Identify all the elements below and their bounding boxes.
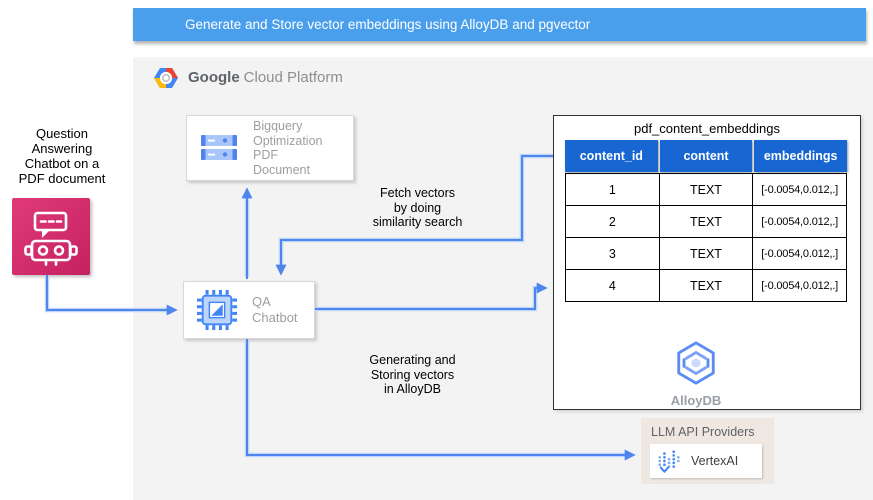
table-row: 1 TEXT [-0.0054,0.012,.] bbox=[565, 173, 847, 206]
qa-chatbot-node-label: QA Chatbot bbox=[252, 294, 298, 325]
qa-chatbot-node: QA Chatbot bbox=[183, 281, 315, 339]
table-header-row: content_id content embeddings bbox=[565, 140, 848, 172]
table-header-cell: embeddings bbox=[754, 140, 848, 172]
table-cell: 3 bbox=[565, 237, 660, 270]
gcp-brand-rest: Cloud Platform bbox=[243, 69, 343, 86]
table-cell: [-0.0054,0.012,.] bbox=[752, 237, 847, 270]
diagram-title: Generate and Store vector embeddings usi… bbox=[185, 17, 591, 32]
vertexai-icon bbox=[657, 447, 683, 475]
chatbot-node bbox=[12, 198, 90, 275]
llm-providers-panel: LLM API Providers VertexAI bbox=[641, 418, 774, 484]
table-title: pdf_content_embeddings bbox=[633, 121, 780, 136]
table-cell: 1 bbox=[565, 173, 660, 206]
table-cell: [-0.0054,0.012,.] bbox=[752, 269, 847, 302]
bigquery-node-label: Bigquery Optimization PDF Document bbox=[253, 119, 323, 177]
table-cell: 2 bbox=[565, 205, 660, 238]
robot-chatbot-icon bbox=[22, 208, 80, 266]
table-row: 4 TEXT [-0.0054,0.012,.] bbox=[565, 269, 847, 302]
alloydb-label: AlloyDB bbox=[670, 393, 722, 408]
fetch-vectors-edge-label: Fetch vectors by doing similarity search bbox=[372, 186, 463, 229]
table-row: 2 TEXT [-0.0054,0.012,.] bbox=[565, 205, 847, 238]
embeddings-table: content_id content embeddings 1 TEXT [-0… bbox=[565, 140, 848, 302]
table-cell: [-0.0054,0.012,.] bbox=[752, 205, 847, 238]
bigquery-storage-icon bbox=[199, 133, 239, 163]
chip-processor-icon bbox=[196, 289, 238, 331]
alloydb-hexagon-icon bbox=[672, 340, 720, 386]
diagram-title-banner: Generate and Store vector embeddings usi… bbox=[133, 8, 866, 41]
bigquery-pdf-node: Bigquery Optimization PDF Document bbox=[186, 115, 354, 181]
alloydb-node: AlloyDB bbox=[648, 340, 744, 408]
pdf-embeddings-table-box: pdf_content_embeddings content_id conten… bbox=[553, 115, 861, 410]
vertexai-node: VertexAI bbox=[650, 444, 762, 478]
table-cell: TEXT bbox=[658, 173, 754, 206]
store-vectors-edge-label: Generating and Storing vectors in AlloyD… bbox=[369, 353, 456, 396]
table-cell: TEXT bbox=[658, 269, 754, 302]
question-chatbot-note: Question Answering Chatbot on a PDF docu… bbox=[18, 126, 106, 186]
table-cell: TEXT bbox=[658, 237, 754, 270]
llm-providers-title: LLM API Providers bbox=[651, 425, 755, 439]
gcp-brand-bold: Google bbox=[188, 69, 240, 86]
table-cell: TEXT bbox=[658, 205, 754, 238]
gcp-hexagon-logo-icon bbox=[153, 67, 179, 89]
table-header-cell: content_id bbox=[565, 140, 658, 172]
table-row: 3 TEXT [-0.0054,0.012,.] bbox=[565, 237, 847, 270]
table-cell: [-0.0054,0.012,.] bbox=[752, 173, 847, 206]
table-header-cell: content bbox=[659, 140, 753, 172]
table-cell: 4 bbox=[565, 269, 660, 302]
vertexai-label: VertexAI bbox=[691, 454, 739, 468]
